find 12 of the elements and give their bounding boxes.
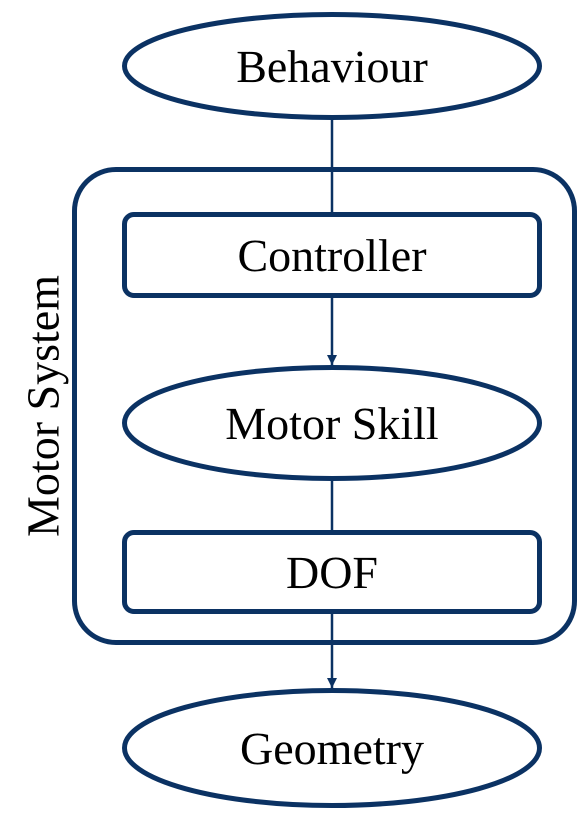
process-box <box>122 530 542 614</box>
connector-line <box>330 120 334 212</box>
process-box <box>122 212 542 298</box>
node-label: Behaviour <box>236 40 428 92</box>
arrow <box>327 614 337 688</box>
connector-line <box>330 481 334 530</box>
node-label: DOF <box>286 546 378 598</box>
arrow <box>327 298 337 365</box>
node-label: Controller <box>237 228 427 282</box>
node-label: Motor Skill <box>225 396 439 450</box>
node-label: Geometry <box>240 722 424 774</box>
group-label: Motor System <box>16 275 70 537</box>
